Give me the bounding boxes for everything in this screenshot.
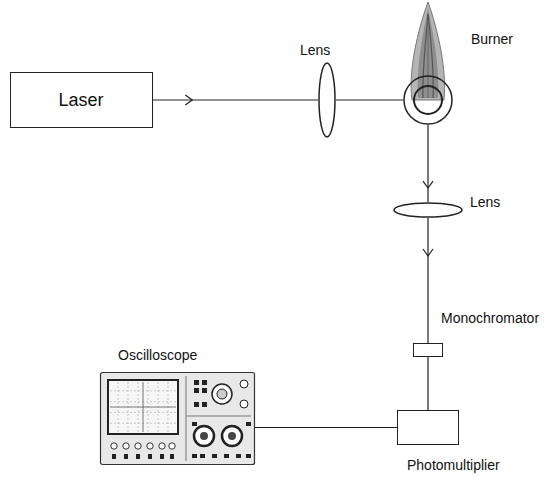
burner-outer-ring bbox=[404, 76, 452, 124]
burner-outline bbox=[403, 75, 453, 125]
monochromator-box: Monochromator bbox=[413, 343, 443, 357]
burner: Burner bbox=[403, 75, 453, 125]
box-label: Laser bbox=[58, 89, 103, 111]
lens: Lens bbox=[393, 202, 463, 218]
oscilloscope-outline bbox=[100, 372, 255, 465]
oscilloscope-drawing bbox=[101, 373, 255, 465]
part-label: Lens bbox=[300, 42, 330, 58]
beam-connector bbox=[428, 357, 429, 410]
connector-line bbox=[153, 99, 318, 100]
arrow-head bbox=[423, 249, 433, 256]
photomultiplier-box: Photomultiplier bbox=[397, 410, 459, 445]
lens-ellipse bbox=[394, 203, 462, 217]
connector-line bbox=[336, 99, 403, 100]
part-label: Lens bbox=[470, 194, 500, 210]
part-label: Monochromator bbox=[441, 310, 539, 326]
laser-box: Laser bbox=[10, 72, 153, 128]
oscilloscope: Oscilloscope bbox=[100, 372, 255, 465]
burner-inner-ring bbox=[414, 86, 442, 114]
connector-line bbox=[255, 427, 397, 428]
arrow-head bbox=[185, 95, 192, 105]
beam-connector bbox=[423, 218, 433, 343]
arrow-head bbox=[423, 181, 433, 188]
beam-connector bbox=[153, 95, 318, 105]
connector-line bbox=[427, 125, 428, 202]
lens: Lens bbox=[318, 62, 336, 138]
lens-outline bbox=[393, 202, 463, 218]
part-label: Oscilloscope bbox=[118, 347, 197, 363]
beam-connector bbox=[255, 427, 397, 428]
beam-connector bbox=[423, 125, 433, 202]
part-label: Burner bbox=[471, 31, 513, 47]
connector-line bbox=[427, 357, 428, 410]
lens-ellipse bbox=[319, 63, 335, 137]
part-label: Photomultiplier bbox=[407, 457, 500, 473]
beam-connector bbox=[336, 100, 403, 101]
lens-outline bbox=[318, 62, 336, 138]
connector-line bbox=[427, 218, 428, 343]
